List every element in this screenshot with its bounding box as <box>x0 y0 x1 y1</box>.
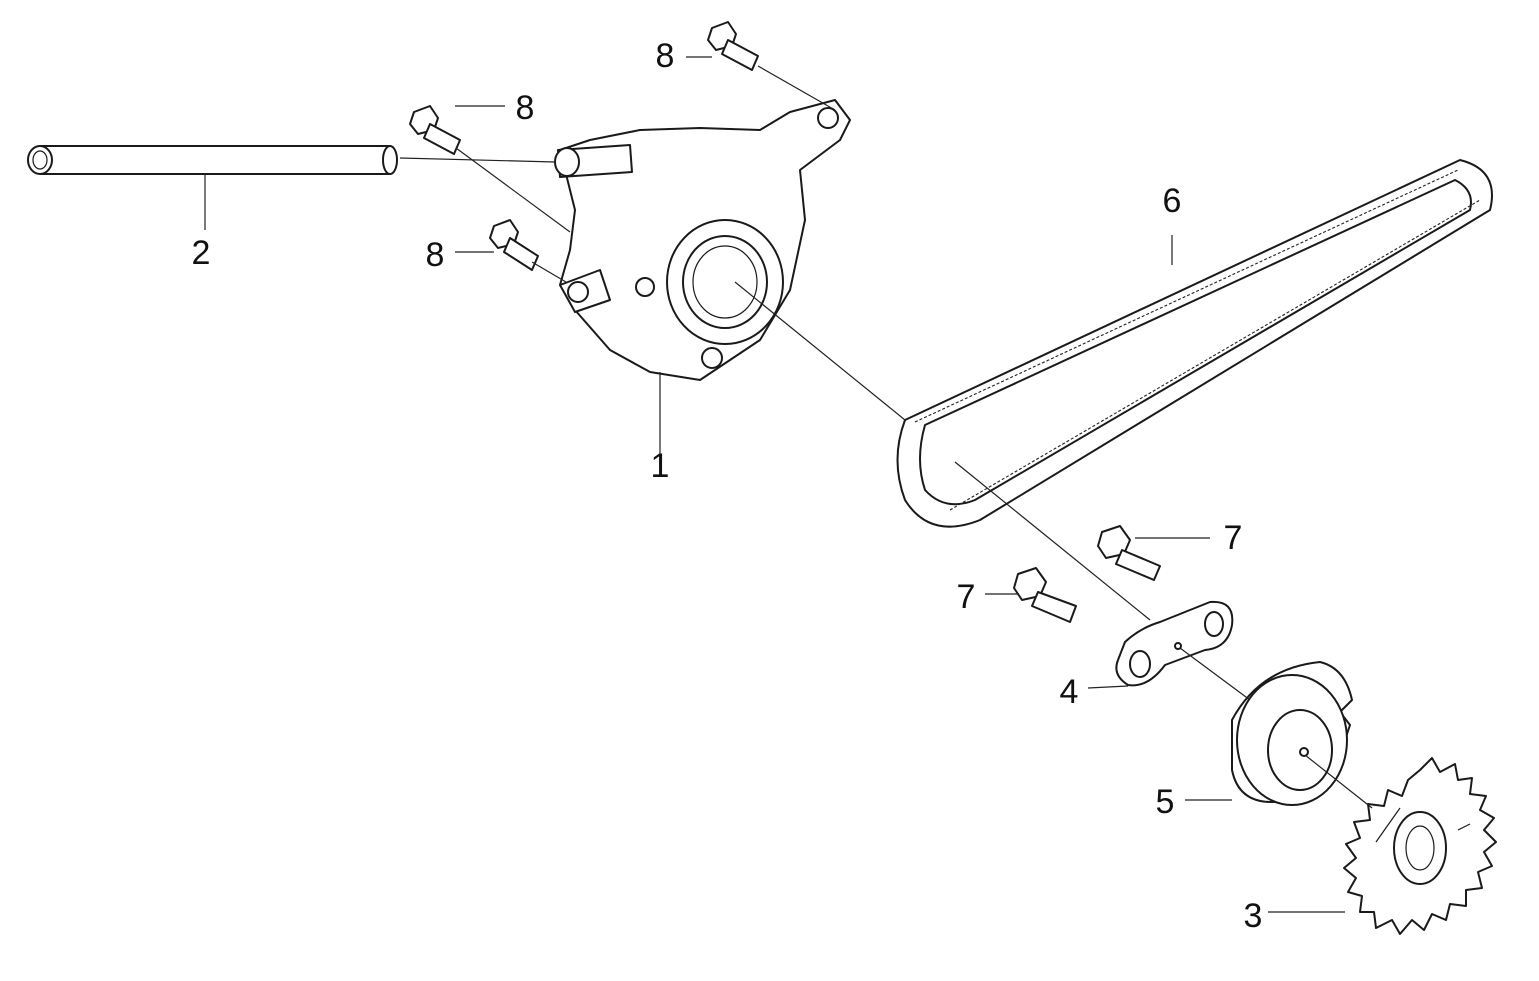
callout-6: 6 <box>1162 182 1182 220</box>
alignment-lines <box>399 65 1373 809</box>
part-7-bolt-lower <box>1013 567 1077 623</box>
callout-2: 2 <box>191 234 211 272</box>
part-3-sprocket <box>1343 757 1497 935</box>
callout-7-lower: 7 <box>956 578 976 616</box>
part-7-bolt-upper <box>1097 525 1161 581</box>
callout-4: 4 <box>1059 673 1079 711</box>
callout-8-middle: 8 <box>515 89 535 127</box>
part-8-bolt-middle <box>409 105 461 155</box>
part-6-chain <box>896 159 1493 528</box>
part-2-tube <box>27 145 398 175</box>
callout-3: 3 <box>1243 897 1263 935</box>
part-8-bolt-lower <box>489 219 539 271</box>
callout-1: 1 <box>650 447 670 485</box>
part-1-housing <box>554 99 851 381</box>
callout-8-lower: 8 <box>425 236 445 274</box>
callout-5: 5 <box>1155 783 1175 821</box>
part-5-disc <box>1231 661 1353 806</box>
part-8-bolt-top <box>707 21 759 71</box>
callout-8-top: 8 <box>655 37 675 75</box>
part-4-plate <box>1115 600 1234 687</box>
callout-7-upper: 7 <box>1223 519 1243 557</box>
leader-lines <box>204 56 1345 913</box>
